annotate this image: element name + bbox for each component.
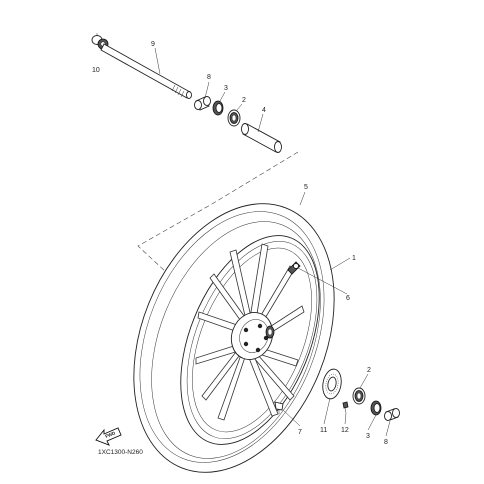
callout-8-top: 8 <box>207 74 211 81</box>
axle-shaft <box>100 43 192 99</box>
callout-2-top: 2 <box>242 97 246 104</box>
bearing-top <box>227 109 241 127</box>
callout-12: 12 <box>341 427 349 434</box>
callout-2-bottom: 2 <box>367 367 371 374</box>
valve-fitting <box>287 261 301 275</box>
sensor-rotor <box>322 368 342 400</box>
spacer-tube <box>241 123 282 153</box>
callout-10: 10 <box>92 67 100 74</box>
fwd-label: FWD <box>105 430 117 439</box>
callout-3-bottom: 3 <box>366 433 370 440</box>
fwd-arrow-icon: FWD <box>95 427 122 446</box>
callout-1: 1 <box>352 255 356 262</box>
callout-7: 7 <box>298 429 302 436</box>
bearing-bottom <box>352 387 366 405</box>
bolt <box>342 401 349 414</box>
callout-labels: 10 9 8 3 2 4 5 1 6 7 11 12 2 3 8 <box>92 41 388 446</box>
tire-valve <box>274 401 284 414</box>
callout-3-top: 3 <box>224 85 228 92</box>
oil-seal-bottom <box>370 400 382 416</box>
callout-6: 6 <box>346 295 350 302</box>
diagram-code: 1XC1300-N260 <box>98 449 143 456</box>
collar-bottom <box>384 408 400 421</box>
oil-seal-top <box>212 100 224 116</box>
leader-lines <box>96 33 391 437</box>
callout-4: 4 <box>262 107 266 114</box>
collar-top <box>194 96 211 111</box>
callout-8-bottom: 8 <box>384 439 388 446</box>
callout-11: 11 <box>320 427 327 434</box>
wheel-hub <box>230 312 275 360</box>
callout-9: 9 <box>151 41 155 48</box>
callout-5: 5 <box>304 184 308 191</box>
